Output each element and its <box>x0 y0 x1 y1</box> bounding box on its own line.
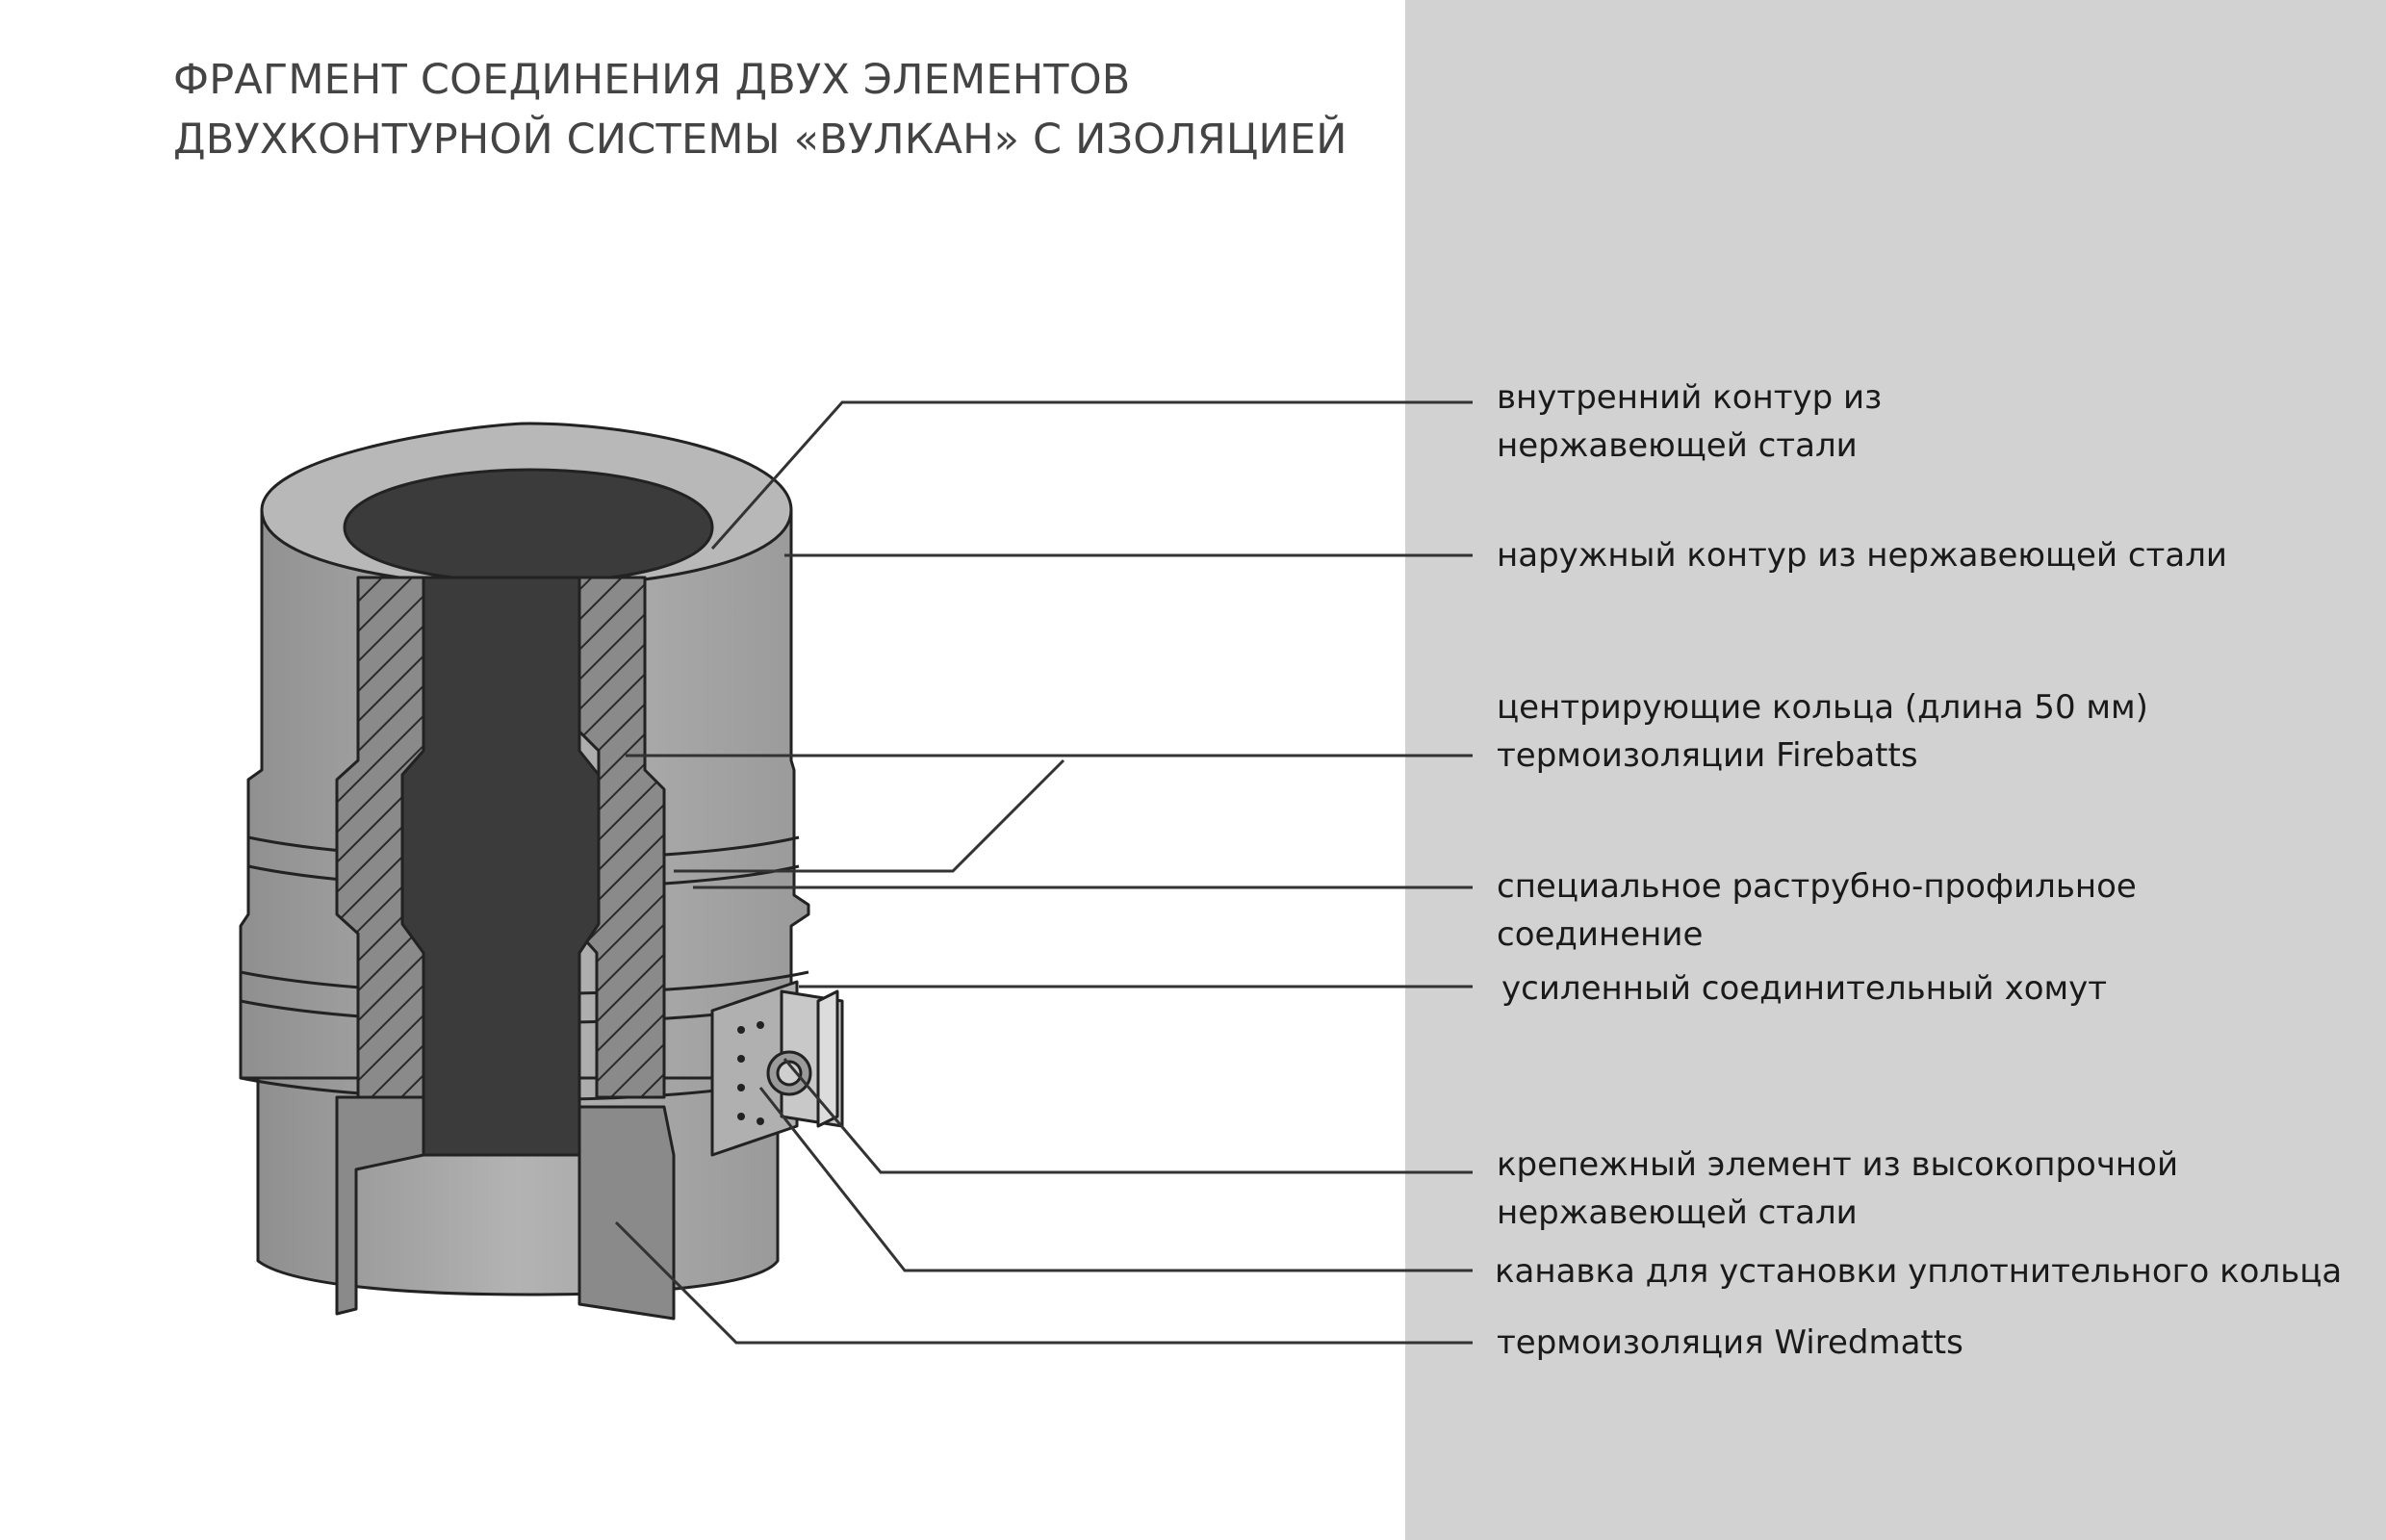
label-outer-contour-line1: наружный контур из нержавеющей стали <box>1497 536 2228 575</box>
label-wiredmatts: термоизоляция Wiredmatts <box>1497 1319 1963 1367</box>
cut-insulation-right <box>577 576 666 1099</box>
label-bell-joint: специальное раструбно-профильное соедине… <box>1497 862 2137 959</box>
label-centering-rings: центрирующие кольца (длина 50 мм) термои… <box>1497 683 2148 780</box>
label-bell-joint-line2: соединение <box>1497 915 1704 954</box>
chimney-drawing <box>239 422 844 1321</box>
leader-inner-contour <box>710 400 1473 550</box>
title-line-2: ДВУХКОНТУРНОЙ СИСТЕМЫ «ВУЛКАН» С ИЗОЛЯЦИ… <box>173 116 1347 164</box>
label-outer-contour: наружный контур из нержавеющей стали <box>1497 531 2227 579</box>
label-seal-groove-line1: канавка для установки уплотнительного ко… <box>1495 1252 2343 1291</box>
label-fastener-line1: крепежный элемент из высокопрочной <box>1497 1145 2179 1184</box>
leader-wiredmatts <box>614 1220 1473 1345</box>
label-centering-rings-line1: центрирующие кольца (длина 50 мм) <box>1497 688 2148 727</box>
right-gray-panel <box>1405 0 2386 1540</box>
label-bell-joint-line1: специальное раструбно-профильное <box>1497 867 2137 906</box>
title-line-1: ФРАГМЕНТ СОЕДИНЕНИЯ ДВУХ ЭЛЕМЕНТОВ <box>173 56 1131 104</box>
label-seal-groove: канавка для установки уплотнительного ко… <box>1495 1247 2342 1296</box>
leader-firebatts-diag <box>674 758 1065 873</box>
label-reinforced-clamp: усиленный соединительный хомут <box>1501 964 2107 1013</box>
inner-flue-opening <box>343 468 714 584</box>
clamp-rivets <box>737 1021 764 1125</box>
leader-seal-groove <box>758 1087 1473 1272</box>
label-fastener: крепежный элемент из высокопрочной нержа… <box>1497 1141 2178 1237</box>
label-inner-contour-line2: нержавеющей стали <box>1497 426 1858 465</box>
clamp-tab <box>816 989 839 1128</box>
diagram-title: ФРАГМЕНТ СОЕДИНЕНИЯ ДВУХ ЭЛЕМЕНТОВ ДВУХК… <box>173 50 1347 169</box>
label-fastener-line2: нержавеющей стали <box>1497 1194 1858 1232</box>
leader-fastener <box>783 1058 1473 1174</box>
clamp-plate <box>710 980 799 1157</box>
cut-lower-left <box>335 1095 425 1316</box>
label-wiredmatts-line1: термоизоляция Wiredmatts <box>1497 1323 1963 1362</box>
fastener-bolt-inner <box>776 1060 803 1087</box>
label-centering-rings-line2: термоизоляции Firebatts <box>1497 736 1918 775</box>
label-reinforced-clamp-line1: усиленный соединительный хомут <box>1501 969 2108 1008</box>
leader-lines <box>614 400 1473 1345</box>
inner-flue <box>400 576 601 1157</box>
cut-lower-right <box>577 1105 676 1321</box>
label-inner-contour: внутренний контур из нержавеющей стали <box>1497 373 1882 470</box>
label-inner-contour-line1: внутренний контур из <box>1497 378 1883 417</box>
